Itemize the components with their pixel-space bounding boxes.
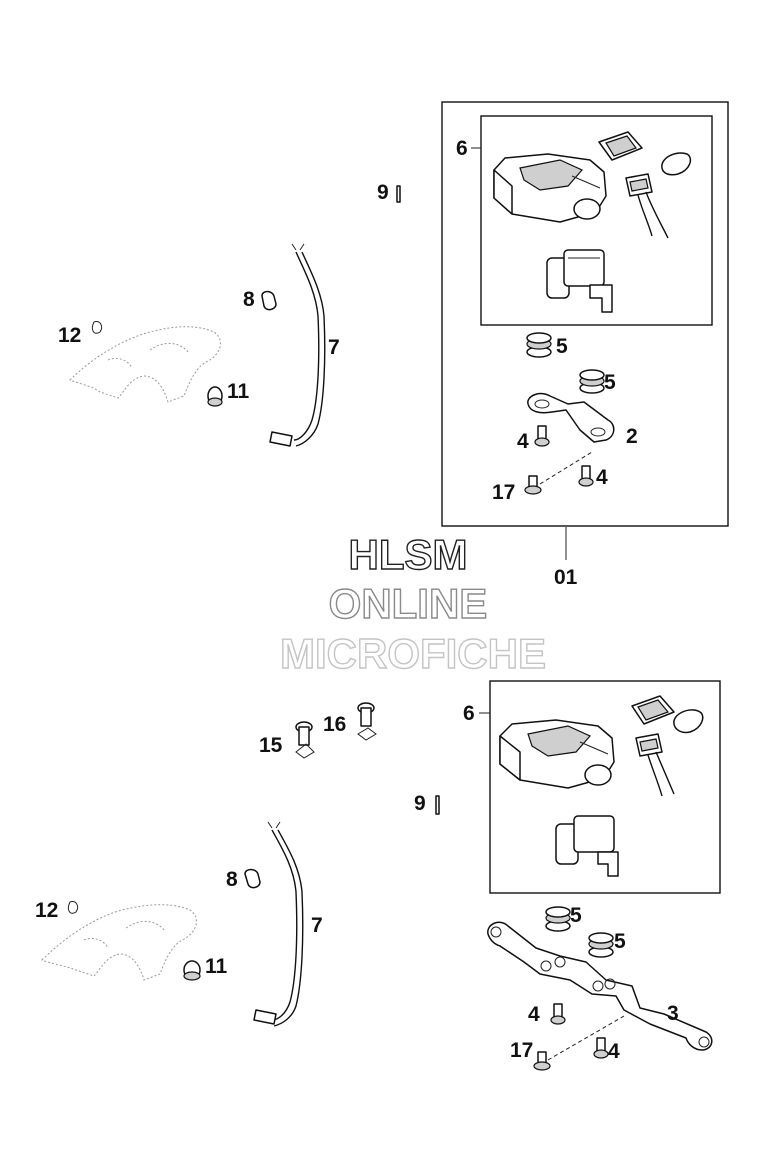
screw-4a-top bbox=[534, 425, 550, 447]
callout-top-01: 01 bbox=[554, 566, 578, 589]
callout-bottom-4b: 4 bbox=[608, 1040, 620, 1063]
callout-bottom-8: 8 bbox=[226, 868, 238, 891]
callout-bottom-7: 7 bbox=[311, 914, 323, 937]
screw-4a-bottom bbox=[550, 1003, 566, 1025]
callout-bottom-5b: 5 bbox=[614, 930, 626, 953]
callout-bottom-12: 12 bbox=[35, 899, 58, 922]
clip-9-bottom bbox=[435, 795, 440, 815]
callout-top-5a: 5 bbox=[556, 335, 568, 358]
nut-clip-8-bottom bbox=[244, 868, 261, 889]
clip-9-top bbox=[396, 185, 401, 203]
screw-4b-bottom bbox=[593, 1037, 609, 1059]
grommet-11-top bbox=[207, 386, 223, 407]
callout-bottom-6: 6 bbox=[463, 702, 475, 725]
nut-clip-8-top bbox=[261, 290, 277, 311]
cable-7-bottom bbox=[253, 821, 304, 1027]
bottom-assembly bbox=[41, 680, 721, 1071]
callout-bottom-11: 11 bbox=[205, 955, 228, 978]
display-module-top bbox=[598, 131, 692, 176]
screw-4b-top bbox=[578, 465, 594, 487]
rivet-15 bbox=[295, 721, 315, 759]
relay-bottom bbox=[555, 815, 619, 877]
watermark: HLSM ONLINE MICROFICHE bbox=[279, 530, 546, 677]
callout-rivet-15: 15 bbox=[259, 734, 283, 757]
damper-5b-bottom bbox=[588, 932, 614, 958]
switch-frame-bottom bbox=[489, 680, 721, 894]
connector-bottom bbox=[635, 733, 675, 797]
relay-top bbox=[546, 249, 613, 313]
cover-12-top bbox=[69, 321, 221, 403]
switch-housing-bottom bbox=[499, 719, 615, 789]
damper-5a-bottom bbox=[545, 906, 571, 932]
watermark-line3: MICROFICHE bbox=[280, 630, 546, 677]
callout-bottom-4a: 4 bbox=[528, 1003, 540, 1026]
callout-top-5b: 5 bbox=[604, 371, 616, 394]
callout-top-8: 8 bbox=[243, 288, 255, 311]
top-assembly bbox=[69, 101, 729, 560]
callout-rivet-16: 16 bbox=[323, 713, 346, 736]
watermark-line1: HLSM bbox=[349, 531, 468, 578]
screw-17-bottom bbox=[533, 1051, 551, 1071]
cable-7-top bbox=[269, 243, 326, 447]
callout-bottom-9: 9 bbox=[414, 792, 426, 815]
callout-top-2: 2 bbox=[626, 425, 638, 448]
switch-housing-top bbox=[493, 153, 607, 223]
damper-5b-top bbox=[579, 369, 605, 394]
callout-top-17: 17 bbox=[492, 481, 515, 504]
callout-top-7: 7 bbox=[328, 336, 340, 359]
callout-top-12: 12 bbox=[58, 324, 81, 347]
callout-top-4a: 4 bbox=[517, 430, 529, 453]
watermark-line2: ONLINE bbox=[329, 580, 488, 627]
callout-bottom-5a: 5 bbox=[570, 904, 582, 927]
callout-top-11: 11 bbox=[227, 380, 250, 403]
callout-bottom-17: 17 bbox=[510, 1039, 533, 1062]
bracket-2-top bbox=[527, 392, 615, 443]
callout-top-6: 6 bbox=[456, 137, 468, 160]
bracket-3-bottom bbox=[487, 921, 713, 1051]
damper-5a-top bbox=[526, 332, 552, 358]
rivet-16 bbox=[357, 702, 377, 741]
screw-17-top bbox=[524, 475, 542, 495]
switch-frame-top bbox=[480, 115, 713, 326]
kit-frame-top bbox=[441, 101, 729, 527]
grommet-11-bottom bbox=[183, 960, 201, 981]
callout-top-9: 9 bbox=[377, 181, 389, 204]
cover-12-bottom bbox=[41, 901, 197, 981]
connector-top bbox=[625, 173, 669, 239]
callout-top-4b: 4 bbox=[596, 466, 608, 489]
callout-labels: 6 9 8 7 12 11 5 5 2 4 4 17 01 15 16 6 9 … bbox=[35, 137, 679, 1063]
callout-bottom-3: 3 bbox=[667, 1002, 679, 1025]
display-module-bottom bbox=[631, 695, 704, 734]
